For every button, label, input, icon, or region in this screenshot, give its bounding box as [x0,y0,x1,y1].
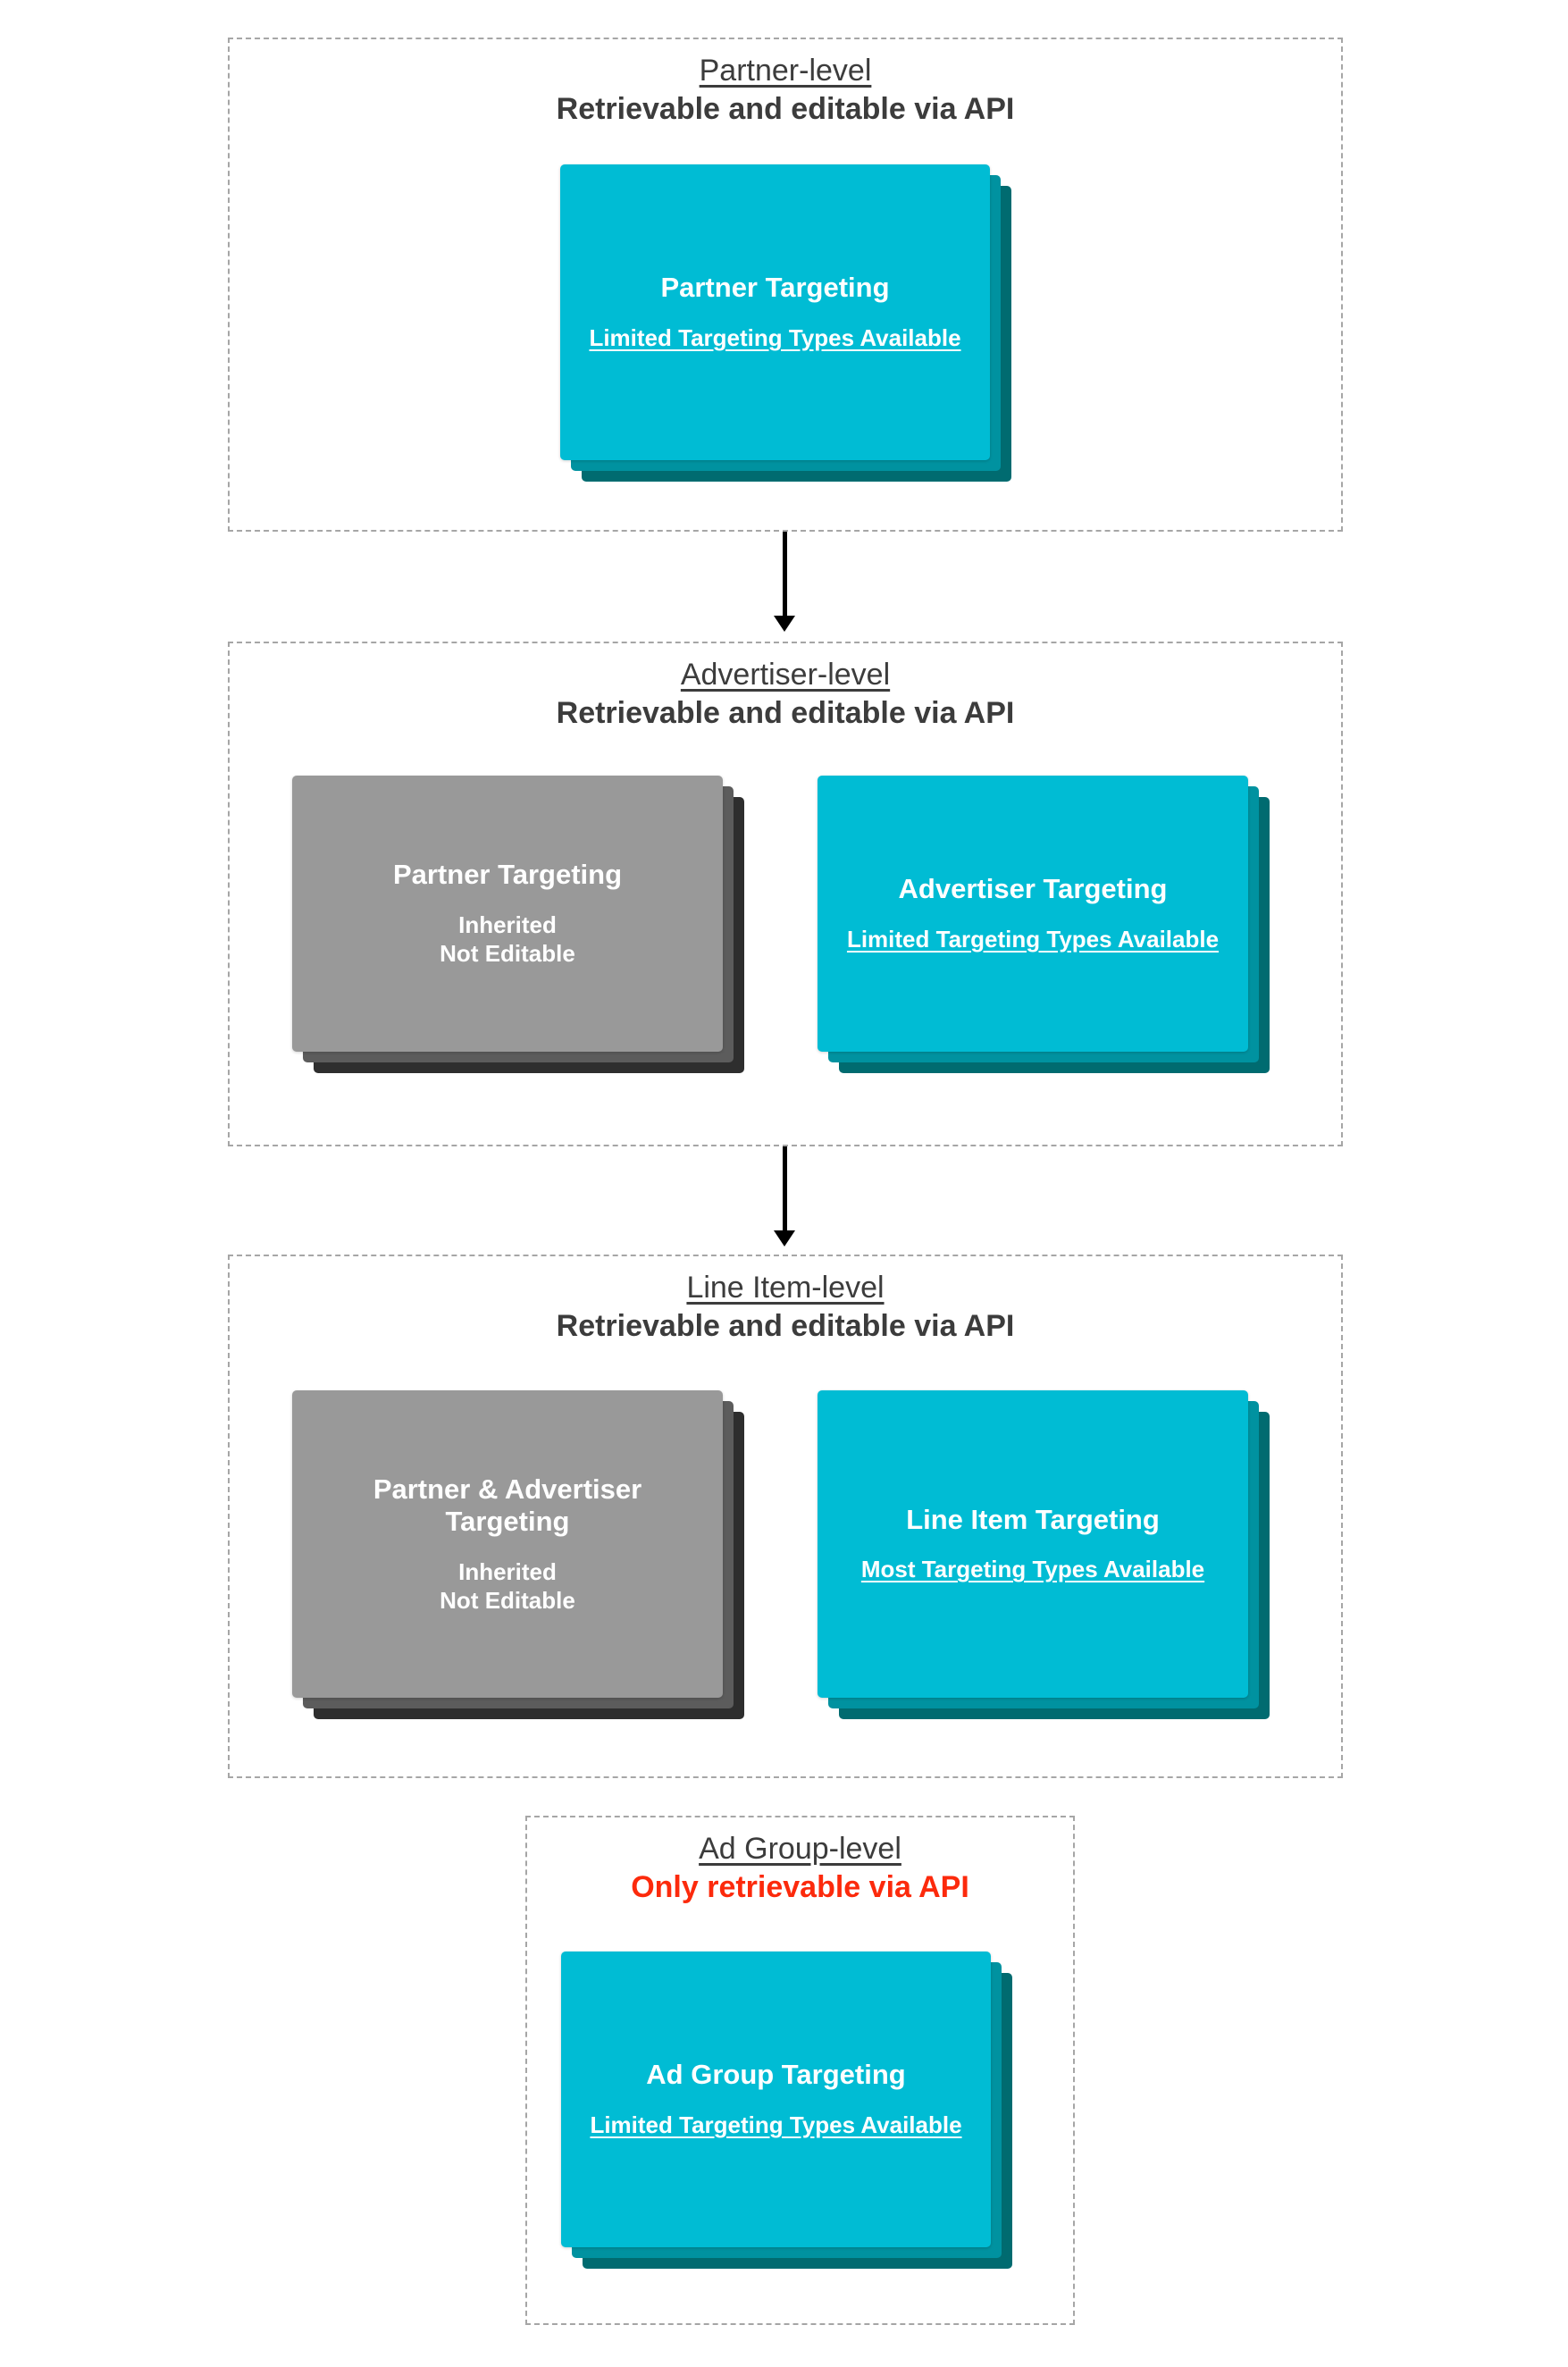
level-title-partner: Partner-level [699,54,872,88]
card-stack-advertiser-targeting: Advertiser Targeting Limited Targeting T… [818,776,1270,1073]
card-stack-line-item-targeting: Line Item Targeting Most Targeting Types… [818,1390,1270,1719]
card-advertiser-targeting[interactable]: Advertiser Targeting Limited Targeting T… [818,776,1248,1052]
level-api-note-advertiser: Retrievable and editable via API [556,696,1015,730]
card-subtitle: Limited Targeting Types Available [590,2111,962,2138]
level-box-partner: Partner-level Retrievable and editable v… [228,38,1343,532]
level-title-advertiser: Advertiser-level [680,658,891,692]
card-subtitle: Most Targeting Types Available [860,1556,1205,1583]
arrow-partner-to-advertiser [774,532,795,632]
card-title: Ad Group Targeting [646,2059,906,2091]
arrow-head-icon [774,616,795,632]
level-title-ad-group: Ad Group-level [699,1832,901,1866]
card-subtitle: Limited Targeting Types Available [846,925,1220,953]
card-ad-group-targeting[interactable]: Ad Group Targeting Limited Targeting Typ… [561,1952,991,2247]
arrow-advertiser-to-line-item [774,1146,795,1246]
arrow-shaft [783,1146,787,1230]
card-line-item-inherited-targeting[interactable]: Partner & Advertiser Targeting Inherited… [292,1390,723,1698]
level-box-ad-group: Ad Group-level Only retrievable via API … [525,1816,1075,2325]
level-box-line-item: Line Item-level Retrievable and editable… [228,1255,1343,1778]
card-partner-targeting[interactable]: Partner Targeting Limited Targeting Type… [560,164,990,460]
level-heading-partner: Partner-level Retrievable and editable v… [230,39,1341,124]
card-title: Partner Targeting [660,272,890,304]
level-box-advertiser: Advertiser-level Retrievable and editabl… [228,642,1343,1146]
card-stack-ad-group-targeting: Ad Group Targeting Limited Targeting Typ… [561,1952,1012,2269]
card-subtitle: Limited Targeting Types Available [589,323,961,351]
level-api-note-line-item: Retrievable and editable via API [556,1309,1015,1343]
level-heading-ad-group: Ad Group-level Only retrievable via API [527,1817,1073,1902]
level-heading-line-item: Line Item-level Retrievable and editable… [230,1256,1341,1341]
level-api-note-ad-group: Only retrievable via API [631,1870,969,1904]
card-title: Partner Targeting [392,859,623,891]
level-heading-advertiser: Advertiser-level Retrievable and editabl… [230,643,1341,728]
card-advertiser-partner-targeting[interactable]: Partner Targeting Inherited Not Editable [292,776,723,1052]
card-stack-line-item-inherited-targeting: Partner & Advertiser Targeting Inherited… [292,1390,744,1719]
level-title-line-item: Line Item-level [686,1271,885,1305]
arrow-shaft [783,532,787,616]
card-stack-partner-targeting: Partner Targeting Limited Targeting Type… [560,164,1011,482]
card-subtitle: Inherited Not Editable [440,911,575,967]
card-stack-advertiser-partner-targeting: Partner Targeting Inherited Not Editable [292,776,744,1073]
card-title: Line Item Targeting [906,1503,1160,1535]
level-api-note-partner: Retrievable and editable via API [556,92,1015,126]
card-title: Partner & Advertiser Targeting [373,1473,642,1538]
card-line-item-targeting[interactable]: Line Item Targeting Most Targeting Types… [818,1390,1248,1698]
card-title: Advertiser Targeting [898,873,1168,905]
arrow-head-icon [774,1230,795,1246]
card-subtitle: Inherited Not Editable [440,1557,575,1614]
